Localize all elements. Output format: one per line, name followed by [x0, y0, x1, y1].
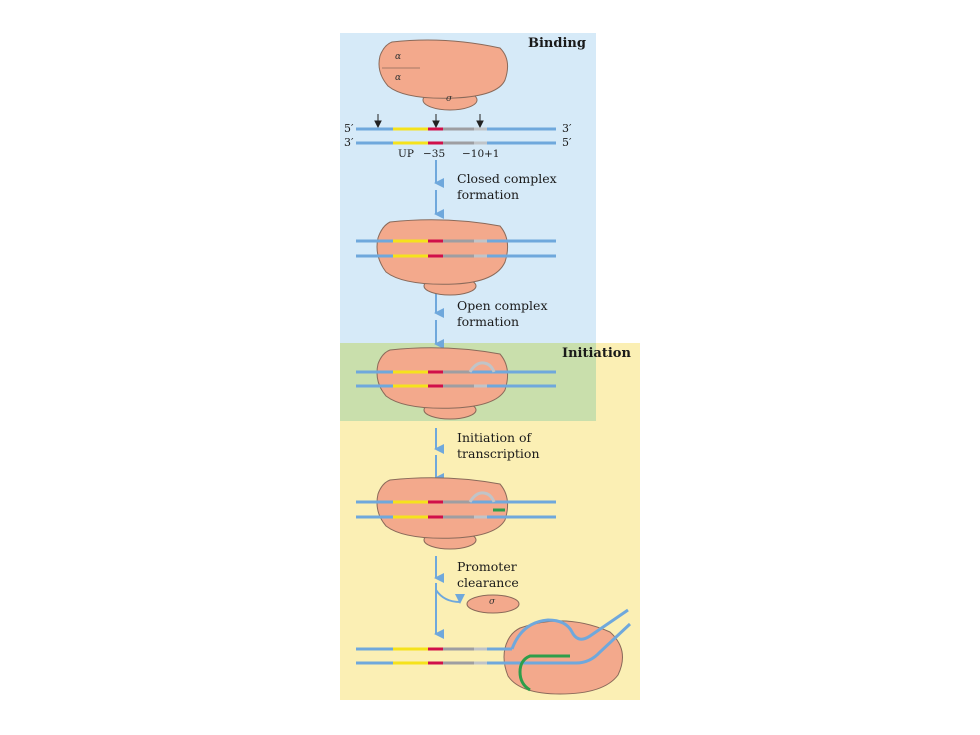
initiating-complex [356, 477, 556, 550]
step-initiation: Initiation of transcription [457, 430, 540, 461]
contact-arrows [374, 114, 484, 129]
dna-promoter-1 [356, 127, 556, 145]
stage-title-initiation: Initiation [562, 346, 631, 361]
stage-title-binding: Binding [528, 36, 586, 51]
closed-complex [356, 219, 556, 296]
step-closed-complex: Closed complex formation [457, 171, 557, 202]
open-complex [356, 347, 556, 420]
strand-end-top-right: 3′ [562, 122, 572, 135]
sigma-label: σ [446, 94, 453, 104]
transcription-bubble [468, 361, 496, 373]
step-promoter-clearance: Promoter clearance [457, 559, 519, 590]
rna-transcript [518, 654, 570, 692]
elongation-complex [356, 608, 632, 695]
alpha-label: α [395, 52, 402, 62]
up-element-label: UP [398, 148, 414, 160]
non-template-strand [510, 608, 629, 650]
plus1-label: +1 [484, 148, 500, 160]
released-sigma [466, 594, 520, 614]
strand-end-bottom-left: 3′ [344, 136, 354, 149]
released-sigma-label: σ [489, 597, 496, 607]
step-arrows [434, 160, 466, 639]
alpha-label: α [395, 73, 402, 83]
step-open-complex: Open complex formation [457, 298, 548, 329]
minus10-label: −10 [462, 148, 485, 160]
strand-end-bottom-right: 5′ [562, 136, 572, 149]
minus35-label: −35 [423, 148, 446, 160]
core-polymerase [378, 39, 509, 99]
template-strand [512, 622, 632, 665]
holoenzyme-free [378, 39, 509, 111]
strand-end-top-left: 5′ [344, 122, 354, 135]
